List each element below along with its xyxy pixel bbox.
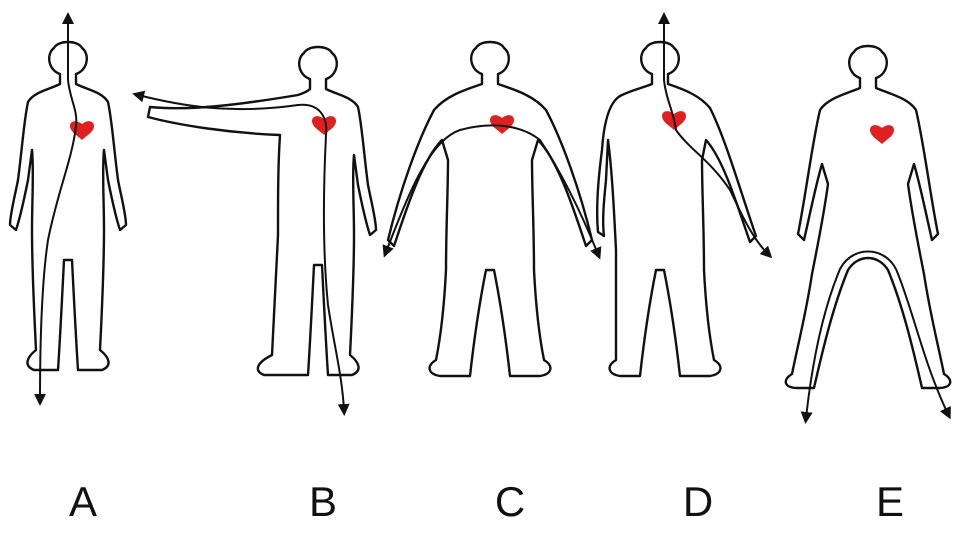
figure-label-a: A (53, 478, 113, 526)
figure-label-e: E (860, 478, 920, 526)
figure-label-b: B (293, 478, 353, 526)
figure-label-d: D (668, 478, 728, 526)
current-path-b (138, 95, 344, 410)
figure-c (386, 42, 598, 376)
body-outline (786, 46, 951, 388)
current-path-d (664, 18, 768, 254)
current-path-a (40, 18, 76, 400)
body-outline (148, 47, 376, 375)
figure-b (138, 47, 376, 410)
heart-icon (870, 125, 894, 144)
figure-label-c: C (480, 478, 540, 526)
body-outline (388, 42, 592, 376)
body-outline (597, 42, 756, 376)
body-outline (10, 42, 126, 370)
figure-e (786, 46, 951, 418)
figure-a (10, 18, 126, 400)
figure-d (597, 18, 768, 376)
